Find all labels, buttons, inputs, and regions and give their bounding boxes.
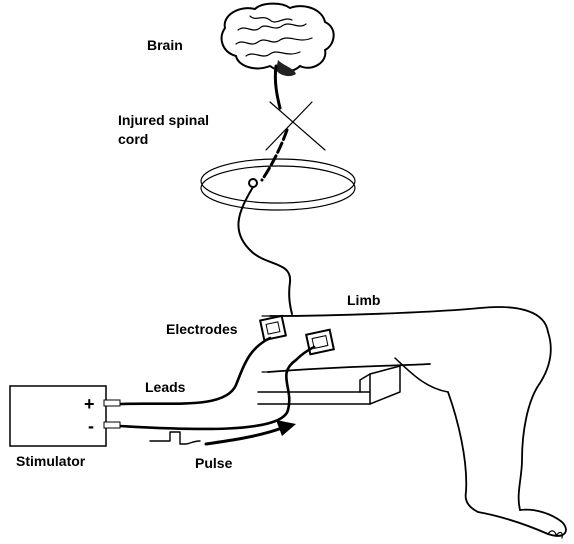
electrode-1 bbox=[260, 316, 286, 340]
spinal-cross-section bbox=[201, 159, 355, 210]
injury-x-mark bbox=[266, 102, 325, 150]
spinal-cord-lower bbox=[262, 130, 287, 180]
limb-label: Limb bbox=[347, 292, 380, 308]
pulse-arrow bbox=[206, 420, 296, 444]
electrodes-label: Electrodes bbox=[166, 321, 238, 337]
minus-terminal-label: - bbox=[88, 416, 94, 436]
pulse-label: Pulse bbox=[195, 455, 233, 471]
injured-spinal-cord-label-line1: Injured spinal bbox=[118, 112, 209, 128]
brain-illustration bbox=[222, 4, 334, 76]
stimulator-label: Stimulator bbox=[16, 453, 86, 469]
cerebellum bbox=[276, 60, 296, 76]
leads-label: Leads bbox=[145, 379, 186, 395]
brain-label: Brain bbox=[147, 37, 183, 53]
electrode-2 bbox=[306, 330, 334, 355]
plus-terminal-label: + bbox=[84, 394, 95, 414]
injured-spinal-cord-label-line2: cord bbox=[118, 131, 148, 147]
lead-positive bbox=[120, 338, 270, 404]
nerve-line bbox=[238, 187, 292, 314]
pulse-waveform-icon bbox=[150, 432, 200, 444]
stimulator-box bbox=[10, 386, 120, 446]
